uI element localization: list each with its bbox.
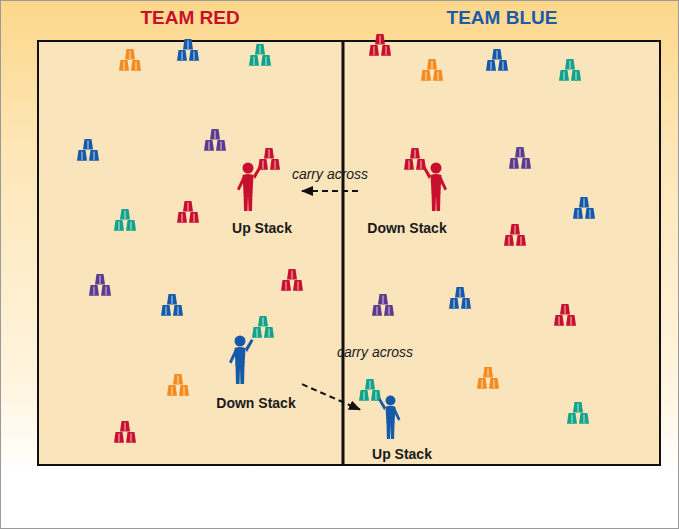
- player-figure: [423, 163, 448, 212]
- cup-stack: [477, 367, 499, 389]
- blue-player: [378, 395, 400, 439]
- cup-stack: [573, 197, 595, 219]
- carry-arrow: [302, 190, 358, 192]
- team-heading: TEAM RED: [37, 7, 343, 29]
- cup-stack: [114, 209, 136, 231]
- cup-stack: [369, 34, 391, 56]
- player-figure: [237, 163, 262, 212]
- arrow-label: carry across: [292, 166, 368, 183]
- cup-stack: [177, 39, 199, 61]
- cup-stack: [372, 294, 394, 316]
- cup-stack: [449, 287, 471, 309]
- cup-stack: [559, 59, 581, 81]
- player-figure: Up Stack: [360, 392, 444, 464]
- cup-stack: [204, 129, 226, 151]
- cup-stack: [167, 374, 189, 396]
- red-player: [237, 163, 262, 212]
- red-player: [423, 163, 448, 212]
- cup-stack: [89, 274, 111, 296]
- cup-stack: [114, 421, 136, 443]
- player-label: Up Stack: [232, 220, 292, 237]
- cup-stack: [509, 147, 531, 169]
- blue-player: [229, 336, 254, 385]
- player-label: Down Stack: [216, 395, 295, 412]
- cup-stack: [359, 379, 381, 401]
- playing-field: [38, 41, 660, 465]
- player-figure: Down Stack: [210, 315, 302, 413]
- cup-stack: [404, 148, 426, 170]
- cup-stack: [504, 224, 526, 246]
- cup-stack: [421, 59, 443, 81]
- cup-stack: [567, 402, 589, 424]
- team-heading: TEAM BLUE: [343, 7, 661, 29]
- team-half: TEAM BLUEDown StackUp Stack: [343, 40, 661, 466]
- cup-stack: [252, 316, 274, 338]
- player-label: Down Stack: [367, 220, 446, 237]
- cup-stack: [486, 49, 508, 71]
- arrow-label: carry across: [337, 343, 413, 360]
- cup-stack: [554, 304, 576, 326]
- player-figure: Down Stack: [358, 144, 456, 238]
- cup-stack: [249, 44, 271, 66]
- player-figure: [229, 336, 254, 385]
- player-figure: [378, 395, 400, 439]
- player-label: Up Stack: [372, 446, 432, 463]
- cup-stack: [119, 49, 141, 71]
- cup-stack: [177, 201, 199, 223]
- cup-stack: [161, 294, 183, 316]
- team-half: TEAM REDUp StackDown Stack: [37, 40, 343, 466]
- player-figure: Up Stack: [222, 144, 302, 238]
- cup-stack: [281, 269, 303, 291]
- cup-stack: [77, 139, 99, 161]
- cup-stack: [258, 148, 280, 170]
- carry-arrow: [302, 384, 360, 409]
